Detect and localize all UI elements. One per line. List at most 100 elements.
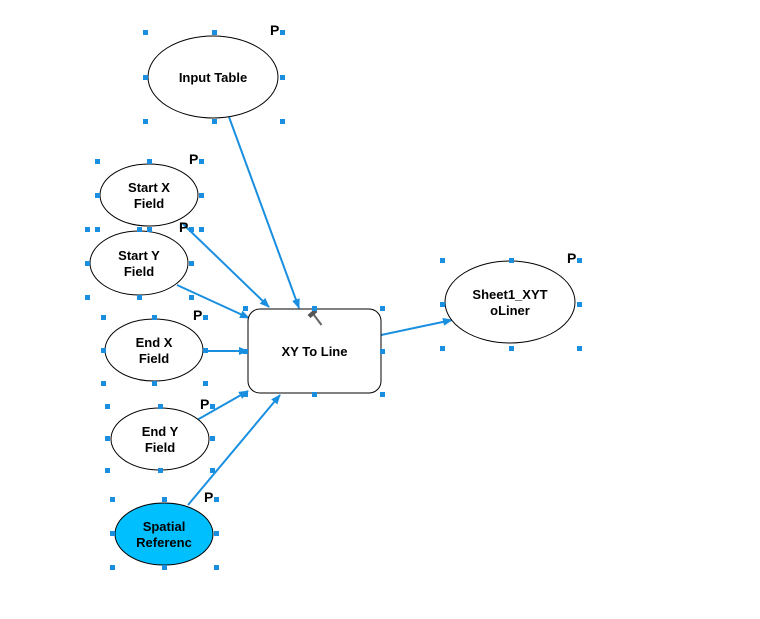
selection-handle[interactable] (143, 119, 148, 124)
selection-handle[interactable] (312, 306, 317, 311)
node-label: XY To Line (282, 344, 348, 359)
variable-ellipse[interactable] (114, 502, 214, 566)
node-label: Field (124, 264, 154, 279)
selection-handle[interactable] (101, 348, 106, 353)
selection-handle[interactable] (243, 349, 248, 354)
selection-handle[interactable] (280, 75, 285, 80)
selection-handle[interactable] (147, 227, 152, 232)
node-label: Sheet1_XYT (472, 287, 547, 302)
selection-handle[interactable] (212, 30, 217, 35)
hammer-icon (307, 309, 323, 326)
node-label: Spatial (143, 519, 186, 534)
selection-handle[interactable] (137, 227, 142, 232)
selection-handle[interactable] (280, 119, 285, 124)
selection-handle[interactable] (243, 392, 248, 397)
selection-handle[interactable] (214, 531, 219, 536)
selection-handle[interactable] (243, 306, 248, 311)
selection-handle[interactable] (199, 193, 204, 198)
selection-handle[interactable] (203, 381, 208, 386)
selection-handle[interactable] (214, 565, 219, 570)
selection-handle[interactable] (203, 315, 208, 320)
node-xy-to-line[interactable]: XY To Line (247, 308, 382, 394)
selection-handle[interactable] (280, 30, 285, 35)
selection-handle[interactable] (85, 295, 90, 300)
selection-handle[interactable] (162, 497, 167, 502)
node-label: End Y (142, 424, 179, 439)
selection-handle[interactable] (85, 261, 90, 266)
selection-handle[interactable] (203, 348, 208, 353)
selection-handle[interactable] (101, 315, 106, 320)
selection-handle[interactable] (212, 119, 217, 124)
parameter-marker: P (179, 219, 188, 235)
selection-handle[interactable] (440, 302, 445, 307)
selection-handle[interactable] (158, 404, 163, 409)
selection-handle[interactable] (95, 227, 100, 232)
connector-xy_to_line-to-output[interactable] (380, 317, 453, 336)
node-label: Start X (128, 180, 170, 195)
selection-handle[interactable] (440, 346, 445, 351)
selection-handle[interactable] (105, 468, 110, 473)
connector-start_y-to-xy_to_line[interactable] (176, 284, 250, 319)
selection-handle[interactable] (105, 436, 110, 441)
selection-handle[interactable] (110, 531, 115, 536)
connector-spatial_ref-to-xy_to_line[interactable] (187, 394, 281, 506)
selection-handle[interactable] (137, 295, 142, 300)
node-label: Field (134, 196, 164, 211)
selection-handle[interactable] (577, 258, 582, 263)
selection-handle[interactable] (143, 30, 148, 35)
selection-handle[interactable] (189, 227, 194, 232)
selection-handle[interactable] (214, 497, 219, 502)
selection-handle[interactable] (312, 392, 317, 397)
selection-handle[interactable] (380, 349, 385, 354)
selection-handle[interactable] (152, 381, 157, 386)
node-label: Referenc (136, 535, 192, 550)
selection-handle[interactable] (509, 346, 514, 351)
parameter-marker: P (204, 489, 213, 505)
selection-handle[interactable] (162, 565, 167, 570)
selection-handle[interactable] (210, 404, 215, 409)
selection-handle[interactable] (95, 193, 100, 198)
selection-handle[interactable] (110, 565, 115, 570)
selection-handle[interactable] (158, 468, 163, 473)
selection-handle[interactable] (189, 295, 194, 300)
selection-handle[interactable] (380, 392, 385, 397)
selection-handle[interactable] (95, 159, 100, 164)
selection-handle[interactable] (509, 258, 514, 263)
variable-ellipse[interactable] (110, 407, 210, 471)
parameter-marker: P (270, 22, 279, 38)
connector-start_x-to-xy_to_line[interactable] (182, 223, 270, 308)
selection-handle[interactable] (440, 258, 445, 263)
variable-ellipse[interactable] (89, 230, 189, 296)
selection-handle[interactable] (147, 159, 152, 164)
selection-handles-layer (85, 30, 582, 570)
selection-handle[interactable] (199, 227, 204, 232)
selection-handle[interactable] (210, 436, 215, 441)
selection-handle[interactable] (152, 315, 157, 320)
connector-input_table-to-xy_to_line[interactable] (228, 116, 300, 309)
selection-handle[interactable] (110, 497, 115, 502)
selection-handle[interactable] (85, 227, 90, 232)
variable-ellipse[interactable] (104, 318, 204, 382)
selection-handle[interactable] (101, 381, 106, 386)
variable-ellipse[interactable] (99, 163, 199, 227)
selection-handle[interactable] (380, 306, 385, 311)
node-label: Start Y (118, 248, 160, 263)
selection-handle[interactable] (577, 346, 582, 351)
selection-handle[interactable] (210, 468, 215, 473)
selection-handle[interactable] (577, 302, 582, 307)
parameter-marker: P (567, 250, 576, 266)
selection-handle[interactable] (189, 261, 194, 266)
selection-handle[interactable] (105, 404, 110, 409)
variable-ellipse[interactable] (444, 260, 576, 344)
selection-handle[interactable] (199, 159, 204, 164)
node-label: End X (136, 335, 173, 350)
parameter-marker: P (200, 396, 209, 412)
selection-handle[interactable] (143, 75, 148, 80)
connector-end_y-to-xy_to_line[interactable] (196, 390, 249, 421)
